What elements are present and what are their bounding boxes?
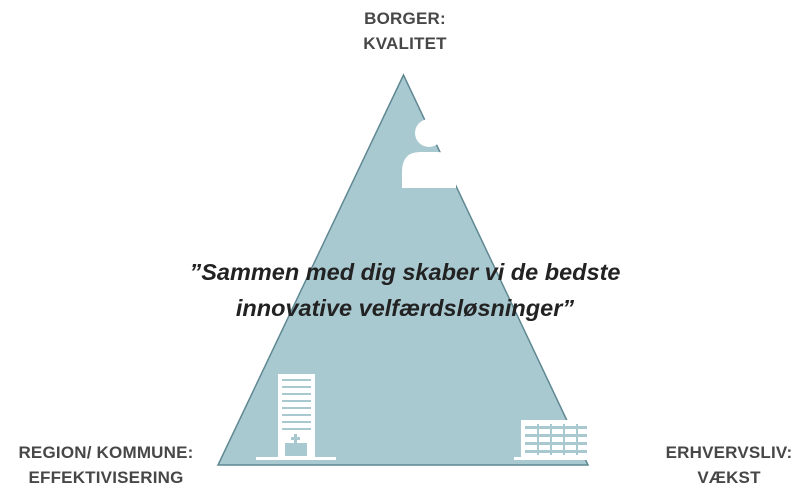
hospital-building-icon — [256, 374, 336, 460]
person-icon — [402, 119, 456, 188]
mission-quote: ”Sammen med dig skaber vi de bedste inno… — [170, 254, 640, 326]
label-value: VÆKST — [697, 468, 761, 487]
triangle-shape — [216, 73, 590, 466]
quote-line-1: ”Sammen med dig skaber vi de bedste — [189, 259, 621, 285]
stakeholder-label-erhvervsliv: ERHVERVSLIV: VÆKST — [654, 440, 804, 490]
label-heading: BORGER: — [364, 9, 446, 28]
label-heading: REGION/ KOMMUNE: — [18, 443, 194, 462]
stakeholder-label-borger: BORGER: KVALITET — [343, 6, 467, 56]
label-value: KVALITET — [363, 34, 447, 53]
label-heading: ERHVERVSLIV: — [665, 443, 793, 462]
quote-line-2: innovative velfærdsløsninger” — [235, 295, 575, 321]
factory-icon — [514, 370, 598, 460]
label-value: EFFEKTIVISERING — [28, 468, 184, 487]
stakeholder-label-region: REGION/ KOMMUNE: EFFEKTIVISERING — [0, 440, 212, 490]
